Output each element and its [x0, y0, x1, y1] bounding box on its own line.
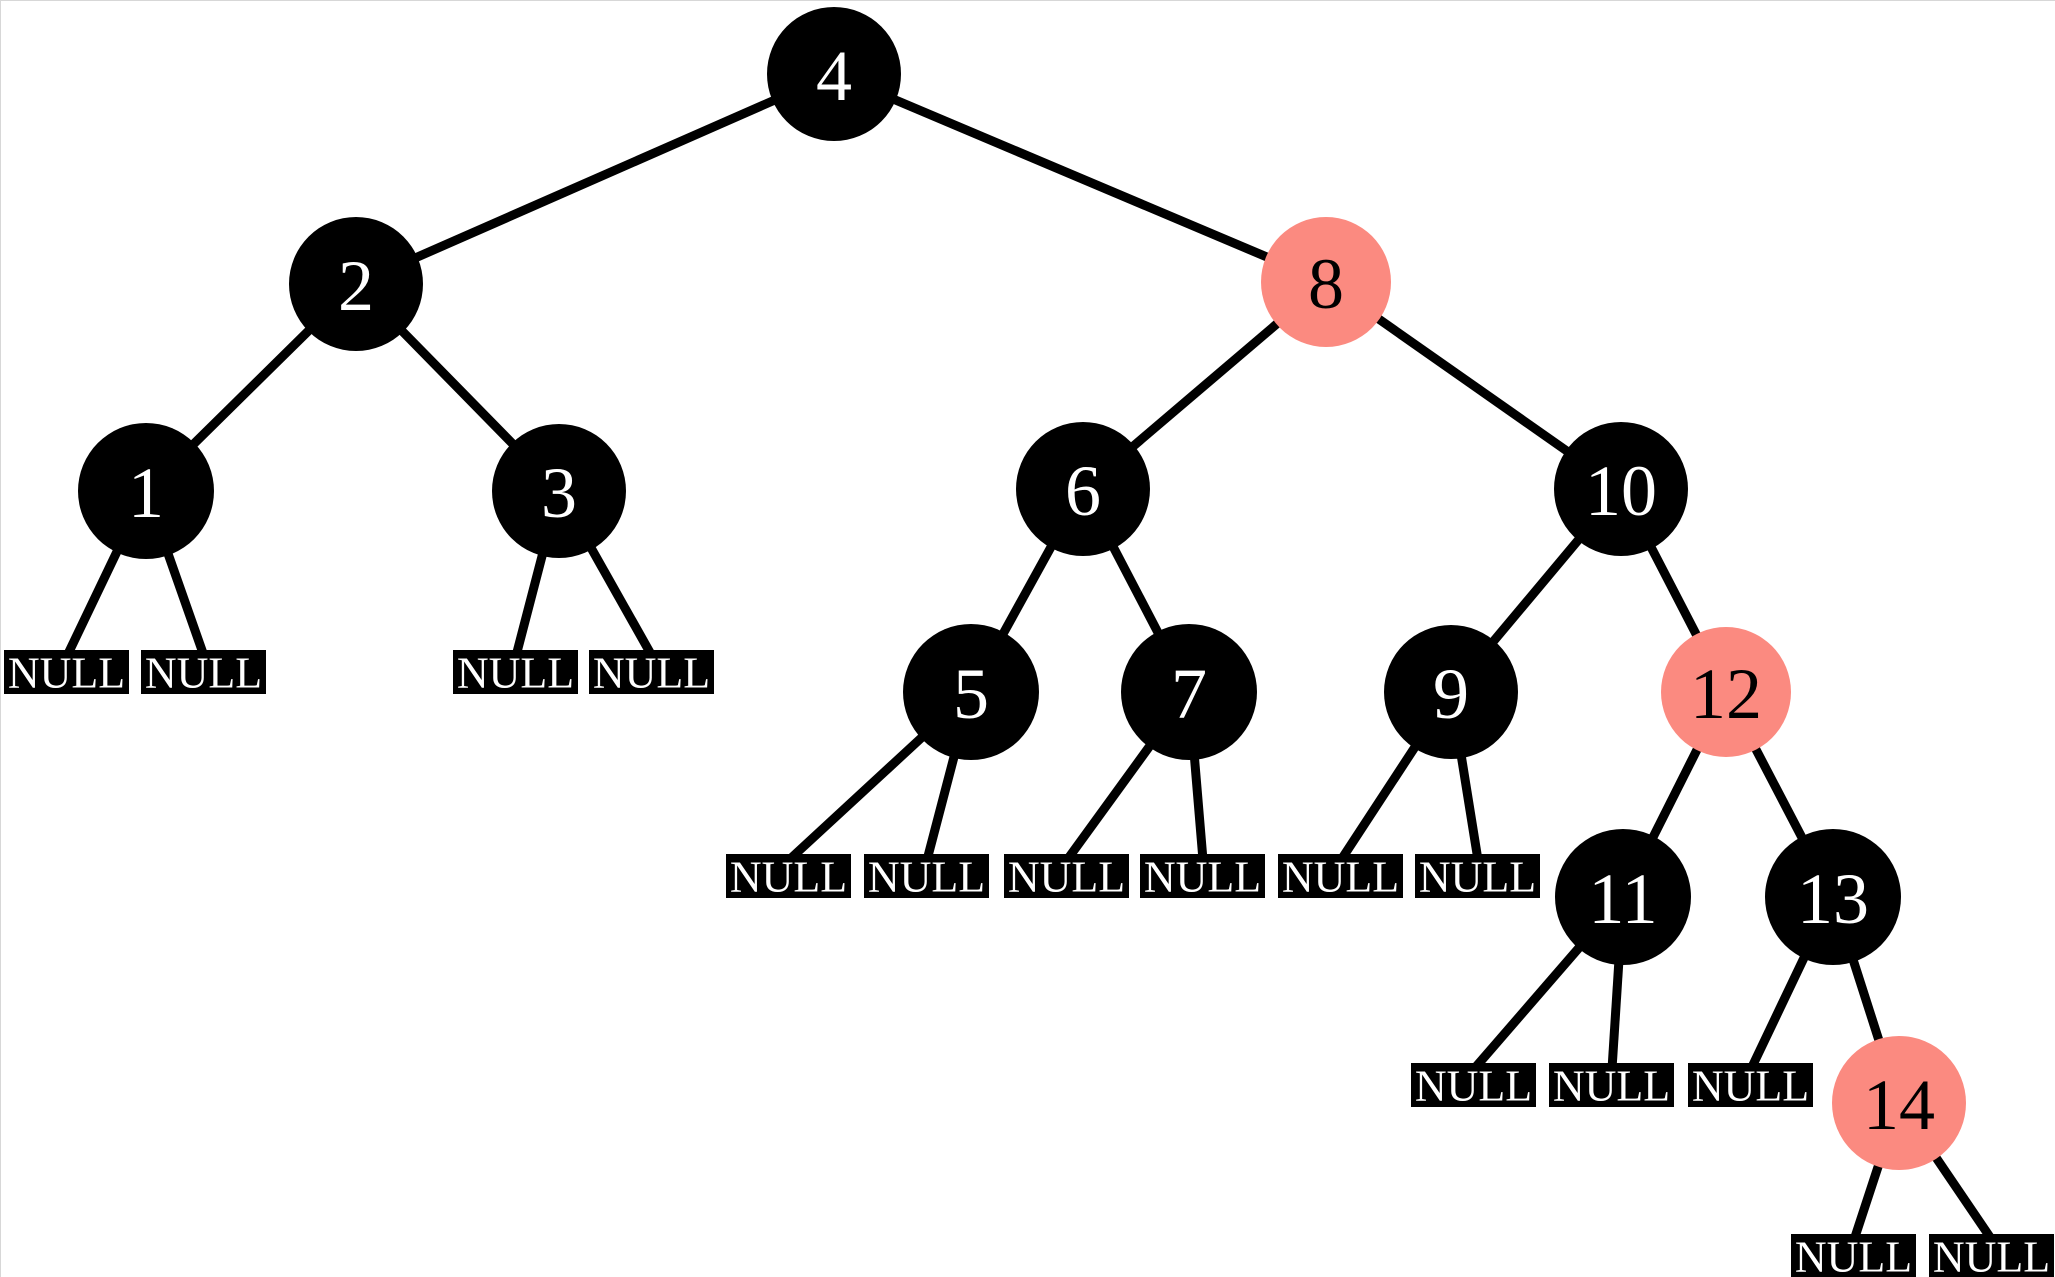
black-node-circle[interactable] — [78, 423, 214, 559]
tree-node-label: 8 — [1308, 244, 1344, 324]
null-leaf-box — [726, 854, 851, 898]
null-leaf-label: NULL — [1144, 853, 1261, 902]
black-node-circle[interactable] — [289, 217, 423, 351]
null-leaf-box — [453, 650, 578, 694]
null-leaf: NULL — [1549, 1062, 1674, 1111]
black-node-circle[interactable] — [1765, 829, 1901, 965]
null-leaf-box — [589, 650, 714, 694]
null-leaf-label: NULL — [1795, 1233, 1912, 1277]
null-leaf: NULL — [1688, 1062, 1813, 1111]
null-leaf-label: NULL — [1415, 1062, 1532, 1111]
tree-node-14[interactable]: 14 — [1832, 1036, 1966, 1170]
black-node-circle[interactable] — [1121, 624, 1257, 760]
null-leaf-box — [1278, 854, 1403, 898]
null-leaf-label: NULL — [1692, 1062, 1809, 1111]
tree-edge — [832, 69, 1328, 287]
null-leaf: NULL — [1929, 1233, 2054, 1277]
tree-node-10[interactable]: 10 — [1554, 422, 1688, 556]
tree-node-label: 2 — [338, 246, 374, 326]
null-leaf-box — [1549, 1063, 1674, 1107]
null-leaf-label: NULL — [593, 649, 710, 698]
null-leaf: NULL — [864, 853, 989, 902]
tree-node-1[interactable]: 1 — [78, 423, 214, 559]
red-node-circle[interactable] — [1261, 217, 1391, 347]
red-node-circle[interactable] — [1661, 627, 1791, 757]
null-leaf-label: NULL — [457, 649, 574, 698]
null-leaf: NULL — [1791, 1233, 1916, 1277]
red-node-circle[interactable] — [1832, 1036, 1966, 1170]
black-node-circle[interactable] — [492, 424, 626, 558]
tree-node-4[interactable]: 4 — [767, 7, 901, 141]
null-leaf-box — [1004, 854, 1129, 898]
tree-node-9[interactable]: 9 — [1384, 625, 1518, 759]
null-leaf-label: NULL — [1553, 1062, 1670, 1111]
null-leaf: NULL — [1004, 853, 1129, 902]
null-leaf-box — [864, 854, 989, 898]
tree-node-3[interactable]: 3 — [492, 424, 626, 558]
tree-node-label: 9 — [1433, 654, 1469, 734]
null-leaf-label: NULL — [730, 853, 847, 902]
tree-node-label: 1 — [128, 453, 164, 533]
null-leaf: NULL — [1278, 853, 1403, 902]
null-leaf-box — [1411, 1063, 1536, 1107]
tree-node-label: 3 — [541, 453, 577, 533]
black-node-circle[interactable] — [903, 624, 1039, 760]
tree-node-label: 14 — [1863, 1065, 1935, 1145]
tree-node-8[interactable]: 8 — [1261, 217, 1391, 347]
null-leaf-box — [1140, 854, 1265, 898]
tree-node-5[interactable]: 5 — [903, 624, 1039, 760]
null-leaf: NULL — [453, 649, 578, 698]
null-nodes-layer: NULL NULL NULL NULL NULL NULL NULL NULL NULL NULL… — [4, 649, 2054, 1277]
null-leaf-box — [1415, 854, 1540, 898]
null-leaf-label: NULL — [1933, 1233, 2050, 1277]
null-leaf-label: NULL — [868, 853, 985, 902]
tree-node-label: 13 — [1797, 859, 1869, 939]
black-node-circle[interactable] — [1016, 422, 1150, 556]
tree-node-13[interactable]: 13 — [1765, 829, 1901, 965]
null-leaf-label: NULL — [8, 649, 125, 698]
tree-edge — [354, 69, 836, 289]
null-leaf-box — [1791, 1234, 1916, 1277]
tree-node-label: 10 — [1585, 451, 1657, 531]
null-leaf: NULL — [726, 853, 851, 902]
null-leaf-label: NULL — [1282, 853, 1399, 902]
null-leaf: NULL — [1411, 1062, 1536, 1111]
black-node-circle[interactable] — [1555, 829, 1691, 965]
tree-node-12[interactable]: 12 — [1661, 627, 1791, 757]
black-node-circle[interactable] — [767, 7, 901, 141]
tree-node-2[interactable]: 2 — [289, 217, 423, 351]
black-node-circle[interactable] — [1384, 625, 1518, 759]
tree-node-6[interactable]: 6 — [1016, 422, 1150, 556]
null-leaf-box — [1688, 1063, 1813, 1107]
tree-node-label: 6 — [1065, 451, 1101, 531]
null-leaf: NULL — [1140, 853, 1265, 902]
black-node-circle[interactable] — [1554, 422, 1688, 556]
null-leaf-label: NULL — [145, 649, 262, 698]
null-leaf-box — [1929, 1234, 2054, 1277]
null-leaf: NULL — [4, 649, 129, 698]
tree-node-label: 12 — [1690, 654, 1762, 734]
null-leaf-box — [4, 650, 129, 694]
null-leaf-box — [141, 650, 266, 694]
null-leaf: NULL — [141, 649, 266, 698]
tree-node-7[interactable]: 7 — [1121, 624, 1257, 760]
tree-node-11[interactable]: 11 — [1555, 829, 1691, 965]
null-leaf-label: NULL — [1008, 853, 1125, 902]
null-leaf-label: NULL — [1419, 853, 1536, 902]
null-leaf: NULL — [1415, 853, 1540, 902]
null-leaf: NULL — [589, 649, 714, 698]
tree-node-label: 4 — [816, 36, 852, 116]
tree-node-label: 11 — [1588, 859, 1657, 939]
tree-node-label: 5 — [953, 654, 989, 734]
tree-node-label: 7 — [1171, 654, 1207, 734]
